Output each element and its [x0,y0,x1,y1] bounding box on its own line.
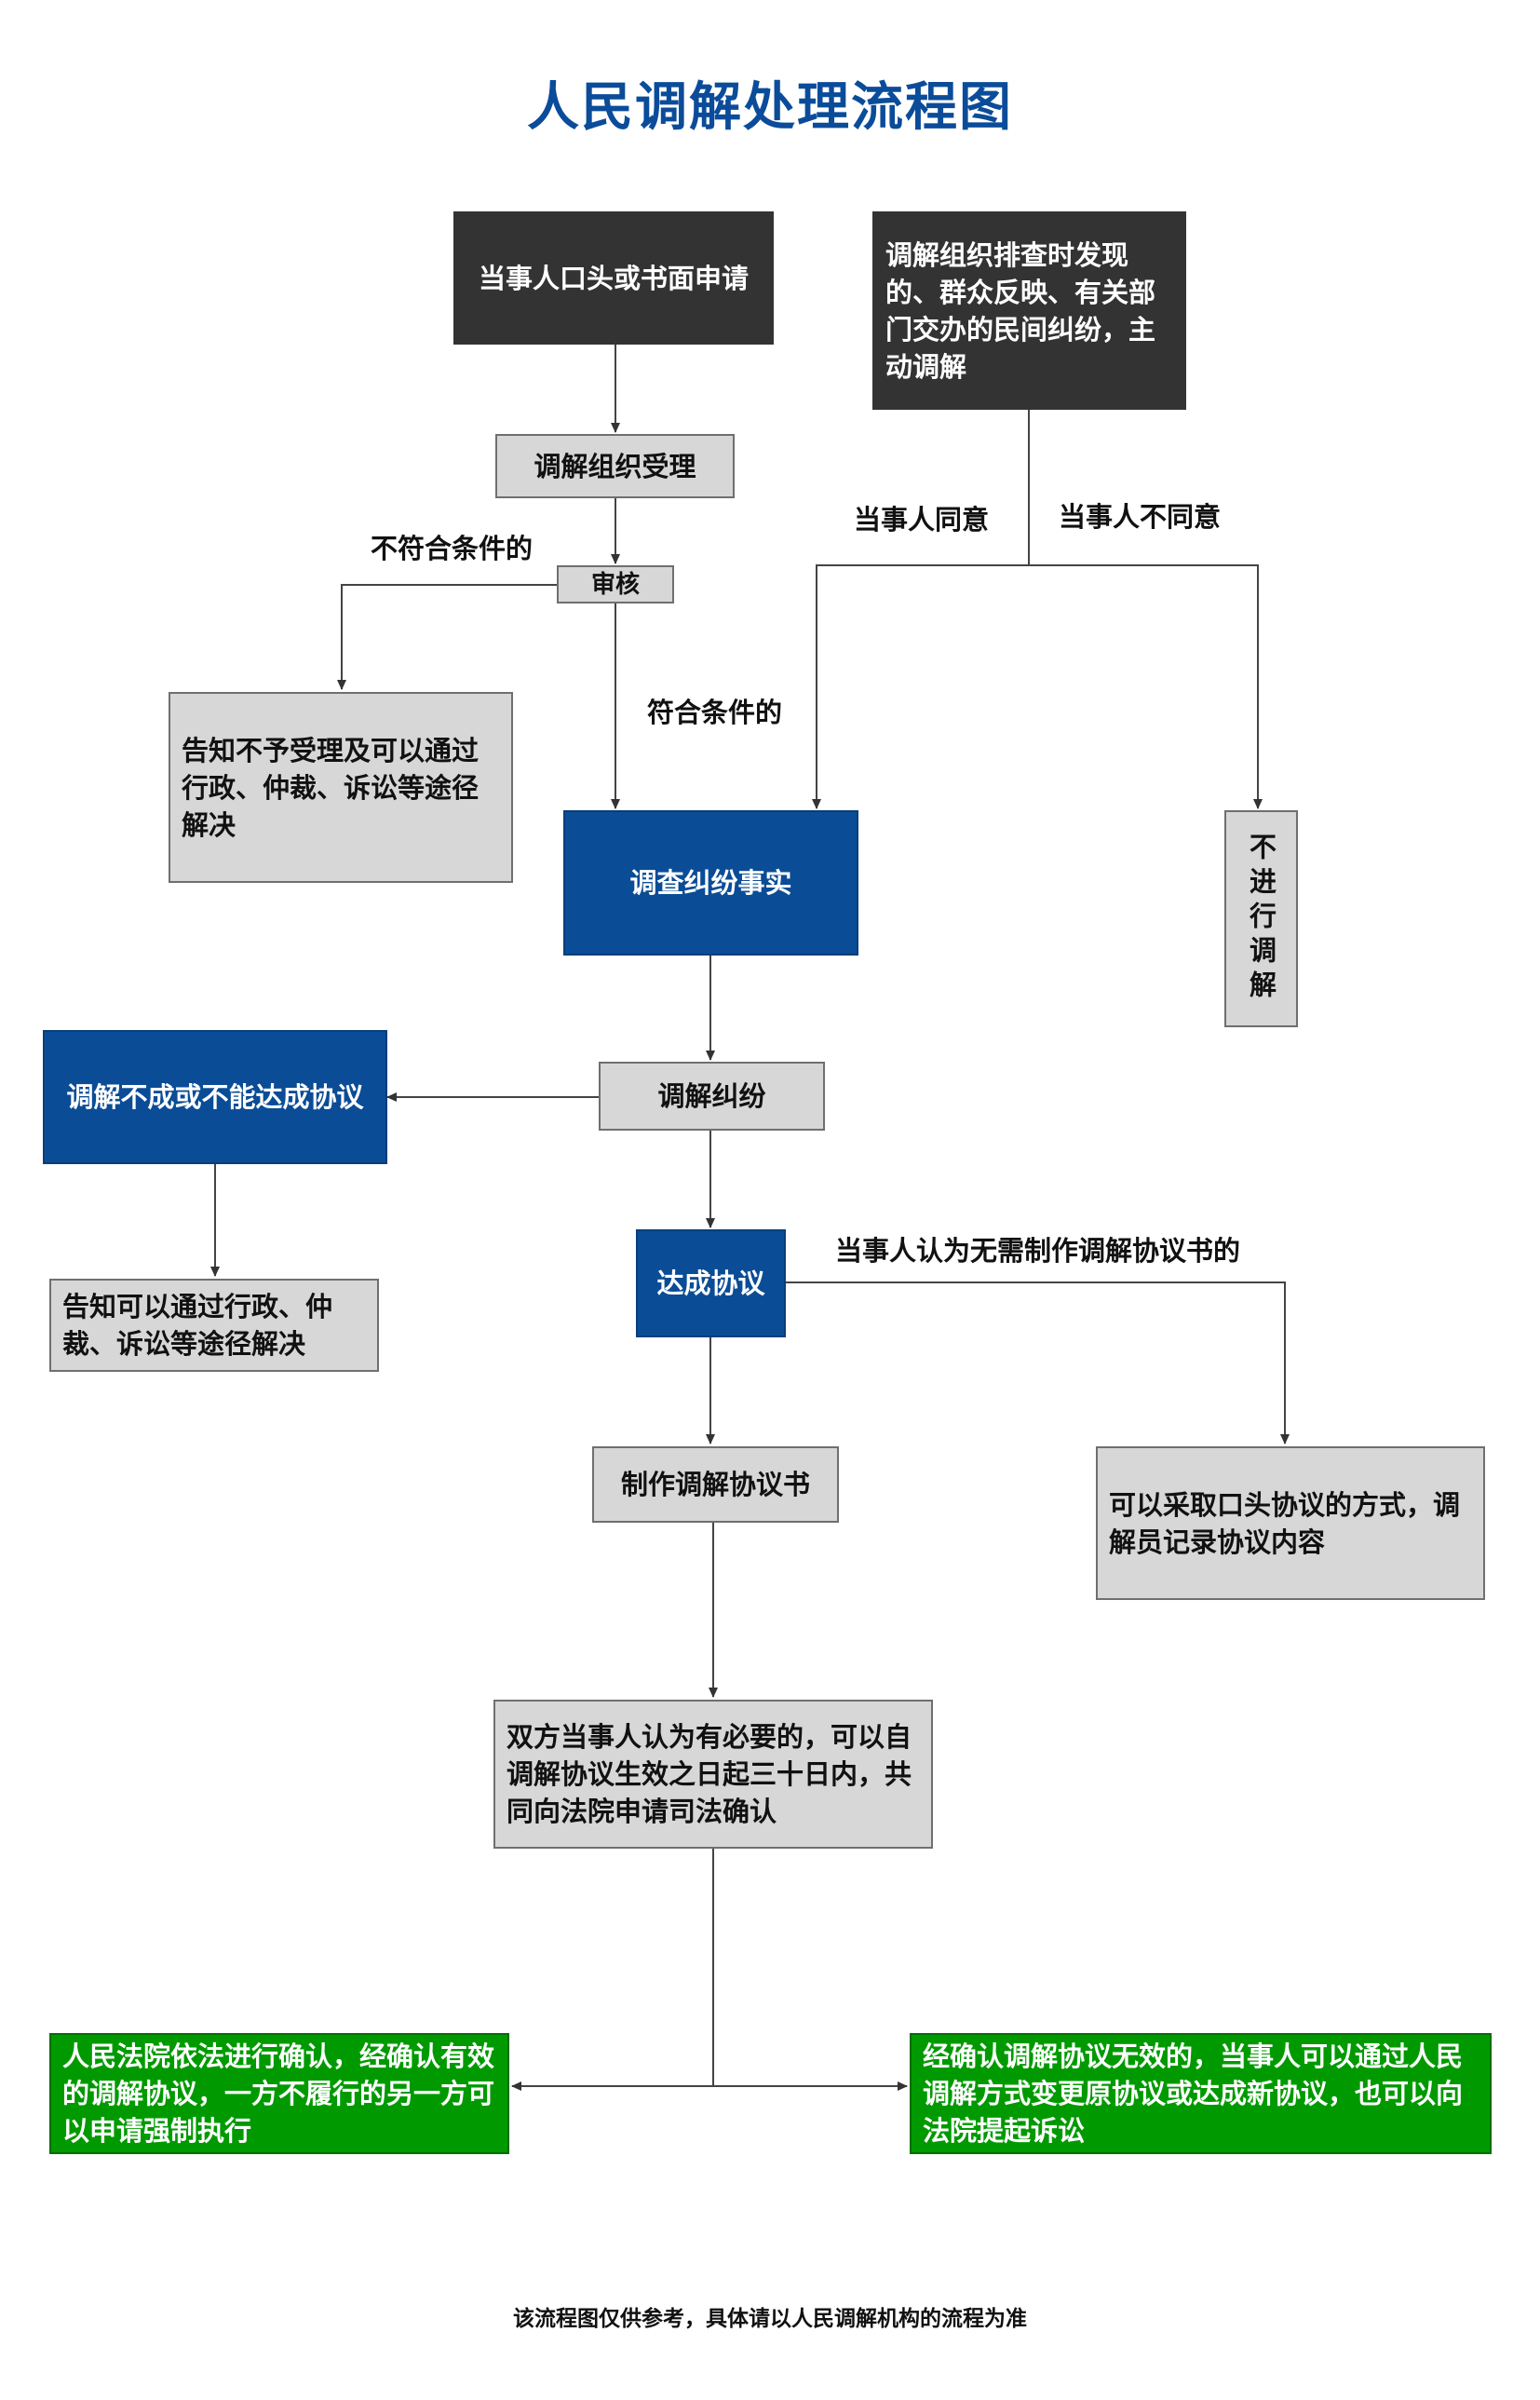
node-invalid: 经确认调解协议无效的，当事人可以通过人民调解方式变更原协议或达成新协议，也可以向… [910,2033,1492,2154]
node-investigate: 调查纠纷事实 [563,810,858,956]
edge-disagree [1029,564,1263,809]
node-no-mediation: 不进行调解 [1224,810,1298,1027]
page-title: 人民调解处理流程图 [527,77,1013,138]
label-qualified: 符合条件的 [647,697,783,728]
label-agree: 当事人同意 [854,504,990,536]
node-proactive: 调解组织排查时发现的、群众反映、有关部门交办的民间纠纷，主动调解 [872,211,1186,410]
label-not-qualified: 不符合条件的 [371,533,534,564]
edge-agree [812,564,1029,809]
node-reject-notice: 告知不予受理及可以通过行政、仲裁、诉讼等途径解决 [169,692,513,883]
node-oral-agreement: 可以采取口头协议的方式，调解员记录协议内容 [1096,1446,1485,1600]
node-fail-notice: 告知可以通过行政、仲裁、诉讼等途径解决 [49,1279,379,1372]
edge-review-reject [337,584,557,690]
label-disagree: 当事人不同意 [1059,501,1222,533]
edge-agreement-oral [786,1281,1290,1444]
node-apply: 当事人口头或书面申请 [453,211,774,345]
node-mediate: 调解纠纷 [599,1062,825,1131]
node-judicial: 双方当事人认为有必要的，可以自调解协议生效之日起三十日内，共同向法院申请司法确认 [493,1700,933,1849]
node-agreement: 达成协议 [636,1229,786,1337]
label-no-doc-needed: 当事人认为无需制作调解协议书的 [835,1235,1241,1267]
node-review: 审核 [557,565,674,603]
node-make-doc: 制作调解协议书 [592,1446,839,1523]
node-court-confirm: 人民法院依法进行确认，经确认有效的调解协议，一方不履行的另一方可以申请强制执行 [49,2033,509,2154]
node-fail: 调解不成或不能达成协议 [43,1030,387,1164]
node-accept: 调解组织受理 [495,434,735,498]
footnote: 该流程图仅供参考，具体请以人民调解机构的流程为准 [513,2307,1027,2331]
